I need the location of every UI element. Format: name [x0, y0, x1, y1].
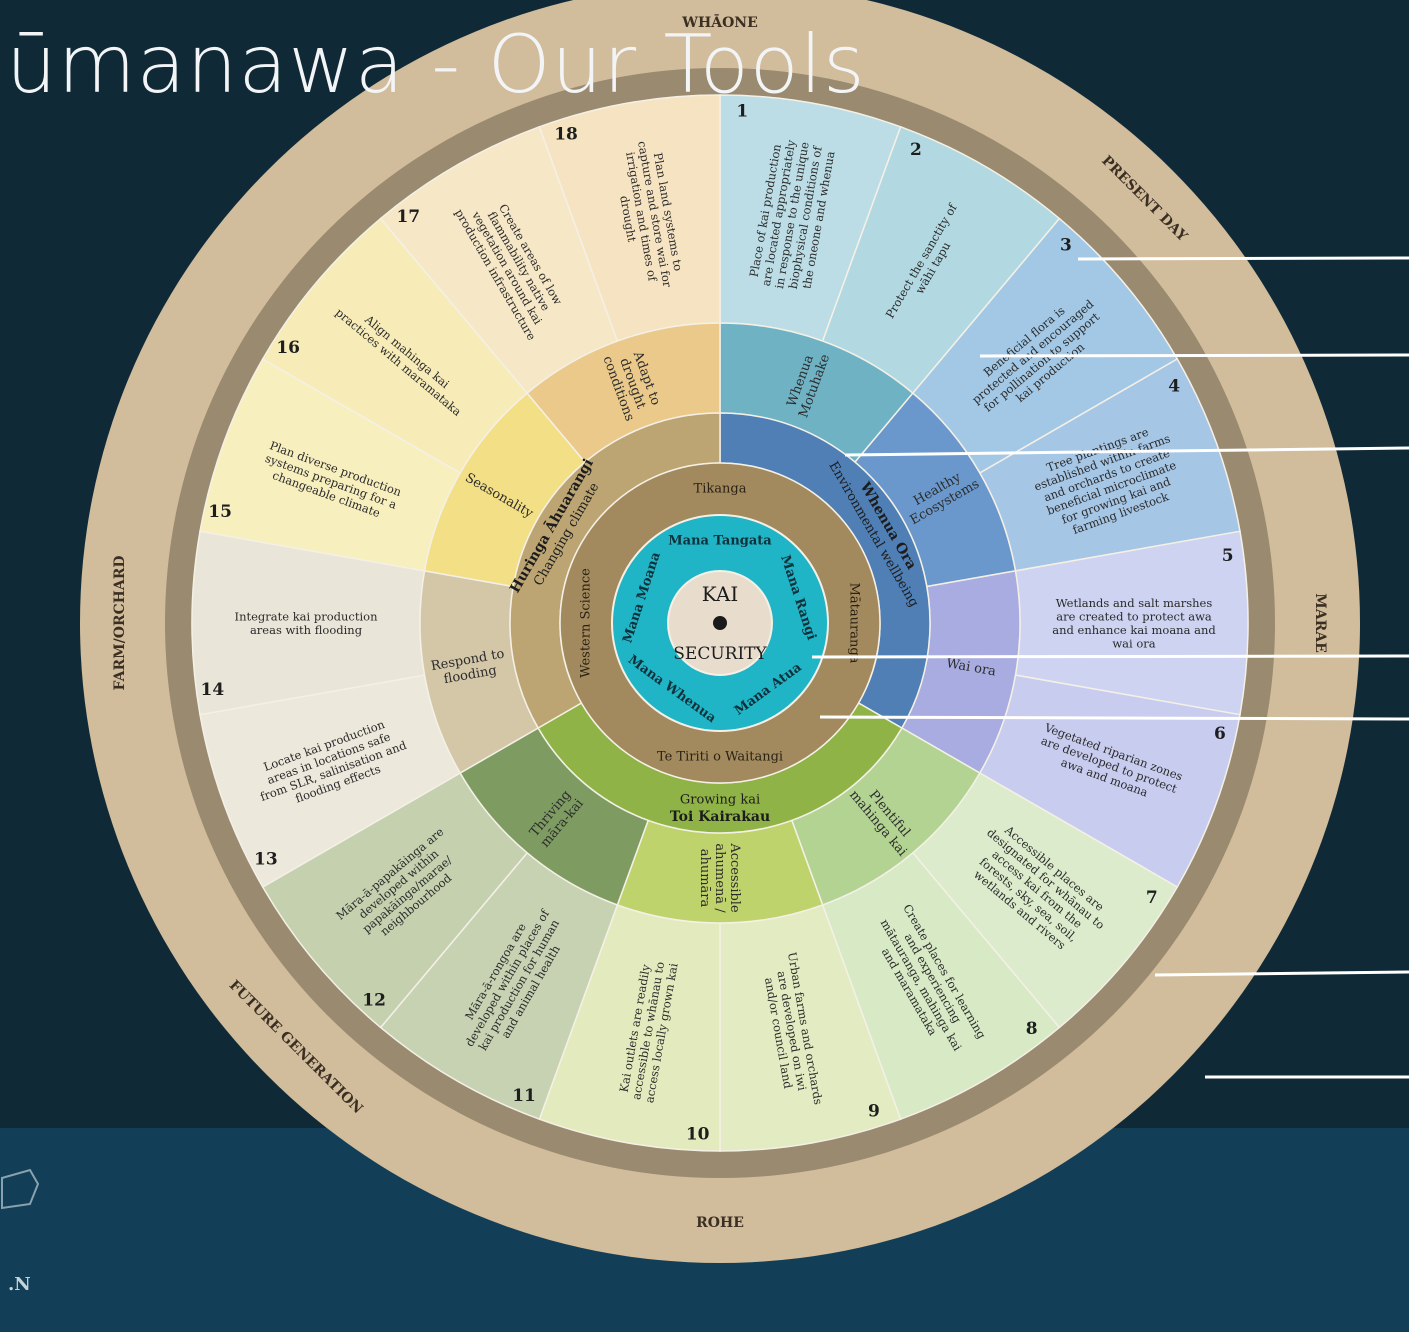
- outer-ring-label: ROHE: [696, 1215, 744, 1231]
- outer-ring-label: MARAE: [1312, 593, 1328, 653]
- outer-ring-label: FARM/ORCHARD: [112, 555, 128, 690]
- crest-logo-icon: .N: [1, 1168, 40, 1295]
- tool-number: 17: [396, 207, 420, 227]
- tool-number: 4: [1168, 377, 1180, 397]
- leader-line: [1077, 256, 1409, 261]
- center-dot-icon: [713, 616, 727, 630]
- tool-number: 1: [736, 101, 748, 121]
- tool-number: 18: [554, 125, 578, 145]
- knowledge-label: Mātauranga: [847, 583, 862, 664]
- tool-number: 9: [868, 1101, 880, 1121]
- tool-number: 3: [1060, 236, 1072, 256]
- svg-text:.N: .N: [8, 1274, 31, 1295]
- pillar-title: Toi Kairakau: [670, 809, 770, 825]
- outer-ring-label: WHĀONE: [681, 12, 757, 31]
- tool-number: 14: [201, 680, 225, 700]
- pillar-subtitle: Growing kai: [680, 793, 760, 808]
- tool-number: 8: [1026, 1019, 1038, 1039]
- tool-number: 5: [1222, 546, 1234, 566]
- knowledge-label: Western Science: [579, 568, 594, 678]
- tool-number: 2: [910, 140, 922, 160]
- knowledge-label: Tikanga: [694, 482, 747, 497]
- tool-number: 12: [362, 990, 386, 1010]
- mana-label: Mana Tangata: [668, 534, 772, 549]
- leader-line: [844, 446, 1409, 457]
- tool-number: 10: [686, 1125, 710, 1145]
- tool-number: 13: [254, 849, 278, 869]
- tool-number: 7: [1146, 888, 1158, 908]
- tool-number: 15: [208, 502, 232, 522]
- tool-number: 16: [276, 338, 300, 358]
- tool-number: 11: [512, 1086, 536, 1106]
- leader-line: [819, 715, 1409, 721]
- leader-line: [979, 353, 1409, 358]
- center-subtitle: SECURITY: [673, 644, 767, 664]
- knowledge-label: Te Tiriti o Waitangi: [657, 750, 783, 765]
- leader-line: [811, 654, 1409, 659]
- center-title: KAI: [702, 582, 738, 606]
- leader-line: [1154, 970, 1409, 977]
- slide-title: ūmanawa - Our Tools: [6, 18, 866, 111]
- theme-label: Accessibleahumenā /ahumāra: [697, 842, 742, 913]
- tool-number: 6: [1214, 724, 1226, 744]
